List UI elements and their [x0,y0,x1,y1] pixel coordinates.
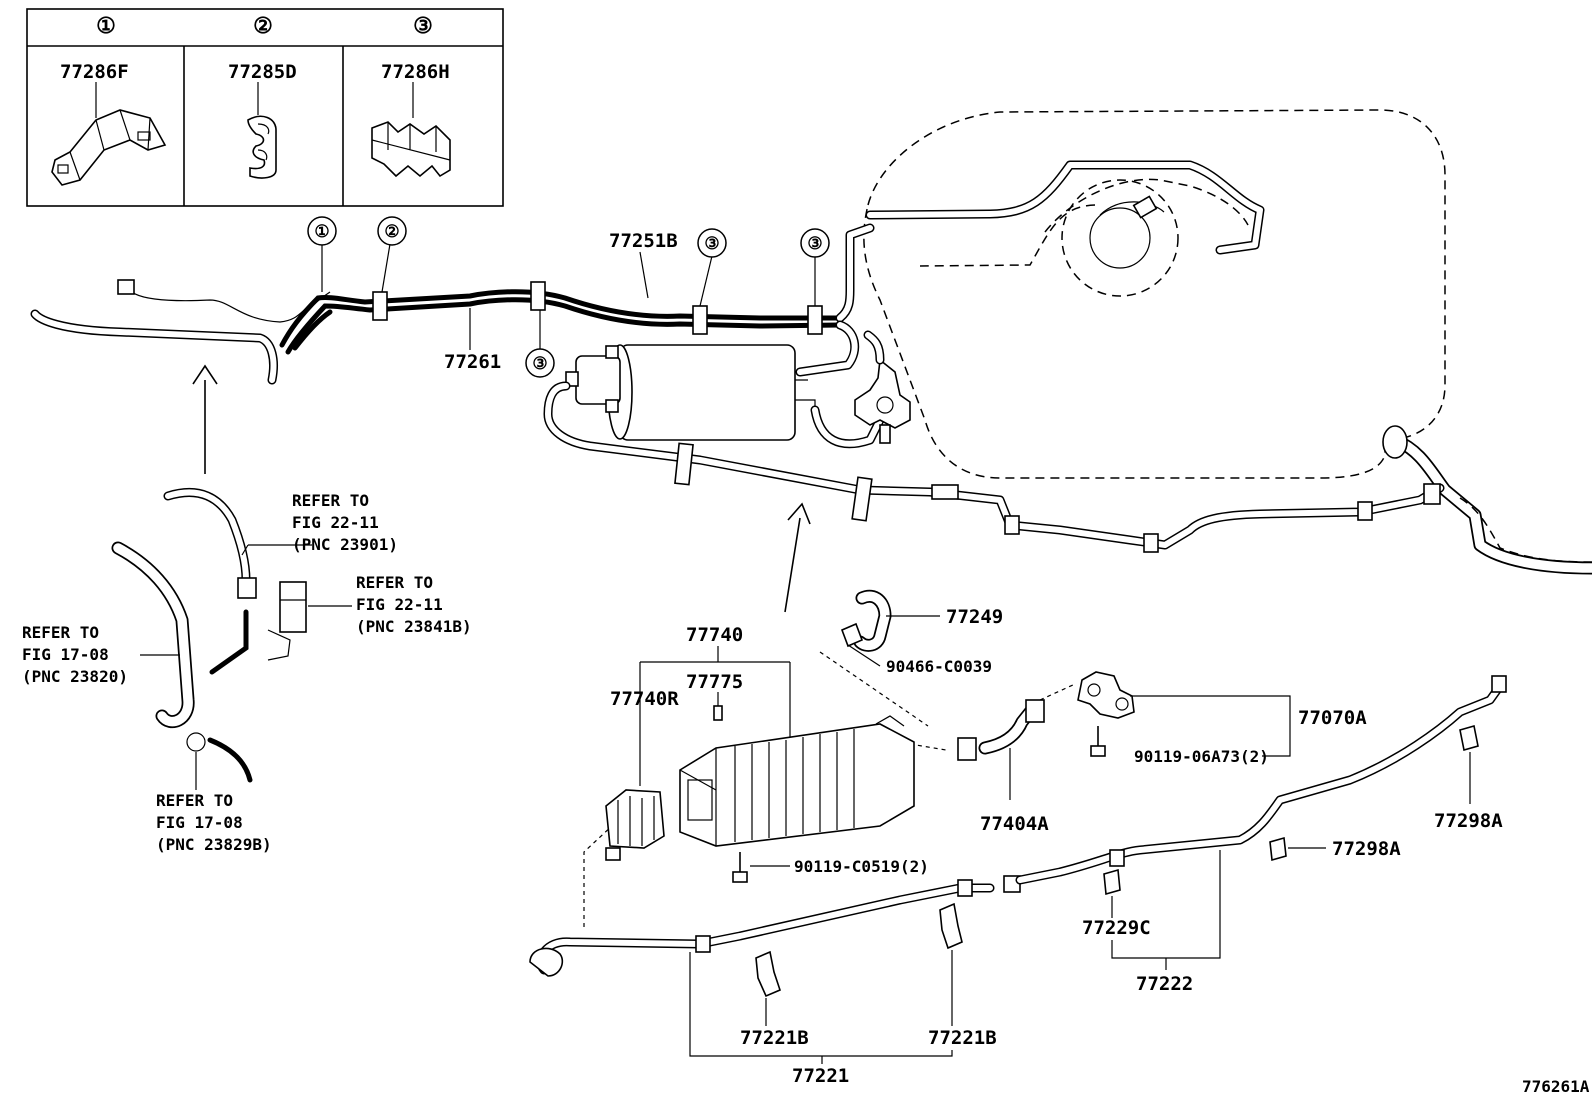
label-77222: 77222 [1136,973,1193,995]
clip-77285D-illustration [247,82,277,179]
ref-23841B-line3: (PNC 23841B) [356,617,472,636]
ref-23841B-line1: REFER TO [356,573,433,592]
upper-fuel-vapor-tubes [30,223,875,385]
figure-id: 776261A [1522,1077,1590,1096]
label-77775: 77775 [686,671,743,693]
canister-filter-77740R [605,789,665,861]
clip-legend-table: ① ② ③ 77286F 77285D 77286H [26,8,504,207]
ref-23829B-line3: (PNC 23829B) [156,835,272,854]
ref-23901-line2: FIG 22-11 [292,513,379,532]
label-90119-C0519: 90119-C0519(2) [794,857,929,876]
clip-77229C [1103,868,1121,918]
filler-pipe [1382,425,1592,575]
ref-23829B-line1: REFER TO [156,791,233,810]
label-77261: 77261 [444,351,501,373]
valve-77070A: 77070A 90119-06A73(2) [1077,671,1367,766]
clip-77221B-right [939,902,963,1026]
label-90119-06A73: 90119-06A73(2) [1134,747,1269,766]
clamp-3-middle [692,305,708,335]
ref-23820-line2: FIG 17-08 [22,645,109,664]
clip-77286H-illustration [371,82,451,178]
legend-marker-1: ① [96,14,116,39]
callout-markers-upper: ① ② ③ ③ ③ [307,216,830,378]
charcoal-canister-77740 [679,705,915,847]
ref-23820-line3: (PNC 23820) [22,667,128,686]
label-77404A: 77404A [980,813,1049,835]
hose-77249: 77249 90466-C0039 [840,589,1003,676]
legend-part-77286F: 77286F [60,61,129,83]
callout-1: ① [314,222,329,242]
bolt-90119-C0519: 90119-C0519(2) [732,852,929,883]
label-77249: 77249 [946,606,1003,628]
callout-2: ② [384,222,399,242]
upper-part-labels: 77251B 77261 [444,230,678,373]
label-77740R: 77740R [610,688,679,710]
ref-23901-line3: (PNC 23901) [292,535,398,554]
label-77251B: 77251B [609,230,678,252]
callout-3-c: ③ [532,354,547,374]
label-77221B-left: 77221B [740,1027,809,1049]
vapor-valve-upper [854,330,911,444]
lower-vent-pipe [529,675,1507,977]
callout-3-a: ③ [704,234,719,254]
clamp-3-left [530,281,546,311]
vent-pipe-long [543,381,1445,553]
legend-marker-3: ③ [413,14,433,39]
ref-23829B-line2: FIG 17-08 [156,813,243,832]
left-reference-area: REFER TO FIG 22-11 (PNC 23901) REFER TO … [22,488,472,854]
label-77229C: 77229C [1082,917,1151,939]
label-77298A-upper: 77298A [1434,810,1503,832]
clamp-3-right [807,305,823,335]
ref-23820-line1: REFER TO [22,623,99,642]
clamp-2-on-tube [372,291,388,321]
legend-part-77285D: 77285D [228,61,297,83]
direction-arrows [192,364,811,613]
label-77298A-lower: 77298A [1332,838,1401,860]
charcoal-canister-upper [565,344,885,449]
label-77740: 77740 [686,624,743,646]
assembly-dashed-guides [583,651,1076,930]
lower-part-labels: 77298A 77298A 77229C 77222 77221B 77221B… [689,810,1590,1096]
fuel-tank-outline [863,109,1446,479]
clip-77286F-illustration [51,82,167,186]
clip-77298A-upper [1459,724,1479,804]
clip-77221B-left [755,950,781,1026]
label-90466-C0039: 90466-C0039 [886,657,992,676]
callout-3-b: ③ [807,234,822,254]
legend-marker-2: ② [253,14,273,39]
clip-77298A-lower [1269,836,1326,862]
label-77221: 77221 [792,1065,849,1087]
legend-part-77286H: 77286H [381,61,450,83]
label-77221B-right: 77221B [928,1027,997,1049]
hose-77404A: 77404A [957,699,1049,835]
ref-23841B-line2: FIG 22-11 [356,595,443,614]
ref-23901-line1: REFER TO [292,491,369,510]
label-77070A: 77070A [1298,707,1367,729]
